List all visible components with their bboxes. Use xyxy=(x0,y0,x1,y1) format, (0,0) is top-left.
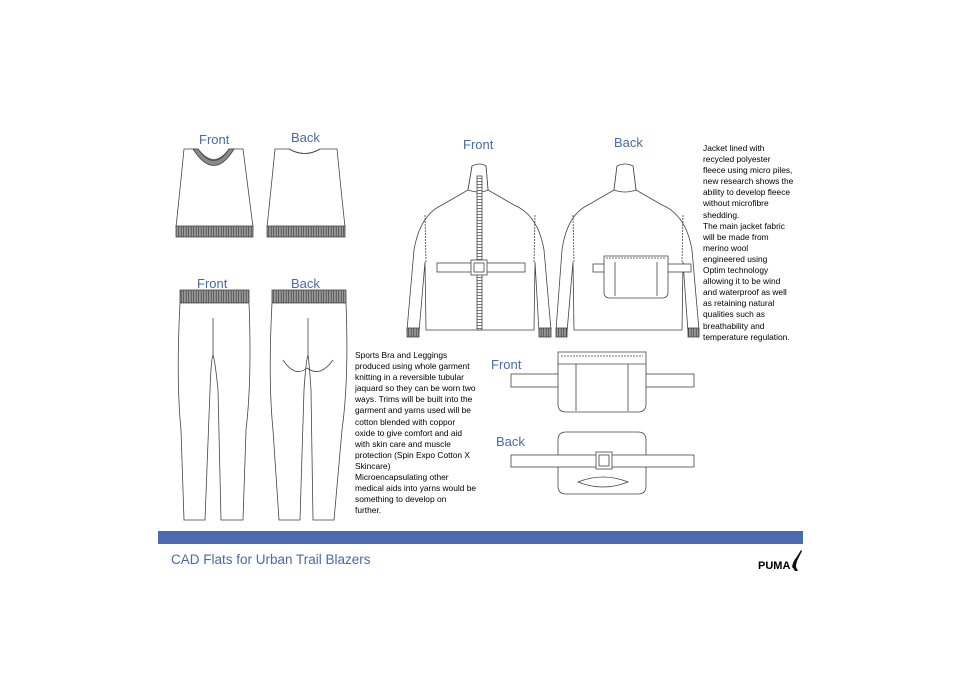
leggings-front-label: Front xyxy=(197,276,228,291)
sportswear-description-line: with skin care and muscle xyxy=(355,438,451,449)
jacket-description-line: breathability and xyxy=(703,320,765,331)
sports-bra-front-label: Front xyxy=(199,132,230,147)
jacket-front-drawing xyxy=(406,163,552,338)
sportswear-description-line: knitting in a reversible tubular xyxy=(355,372,464,383)
belt-bag-back-label: Back xyxy=(496,434,525,449)
jacket-description-line: ability to develop fleece xyxy=(703,187,791,198)
jacket-description-line: fleece using micro piles, xyxy=(703,165,793,176)
sportswear-description-line: protection (Spin Expo Cotton X xyxy=(355,449,470,460)
sportswear-description-line: produced using whole garment xyxy=(355,361,470,372)
jacket-back-label: Back xyxy=(614,135,643,150)
belt-bag-front-label: Front xyxy=(491,357,522,372)
leggings-front-drawing xyxy=(177,289,251,521)
sports-bra-back-drawing xyxy=(266,148,346,238)
puma-cat-icon xyxy=(792,550,802,571)
sportswear-description-line: garment and yarns used will be xyxy=(355,405,471,416)
jacket-front-label: Front xyxy=(463,137,494,152)
sportswear-description-line: ways. Trims will be built into the xyxy=(355,394,473,405)
sportswear-description-line: cotton blended with coppor xyxy=(355,416,456,427)
jacket-description-line: new research shows the xyxy=(703,176,794,187)
jacket-description-line: Jacket lined with xyxy=(703,143,765,153)
jacket-description-line: The main jacket fabric xyxy=(703,220,785,231)
sportswear-description-line: further. xyxy=(355,505,382,516)
sportswear-description-line: jaquard so they can be worn two xyxy=(355,383,476,394)
belt-bag-front-drawing xyxy=(510,351,695,413)
sportswear-description-line: Sports Bra and Leggings xyxy=(355,350,448,360)
jacket-description-line: engineered using xyxy=(703,253,768,264)
page-title: CAD Flats for Urban Trail Blazers xyxy=(171,552,371,567)
jacket-description-line: will be made from xyxy=(703,231,769,242)
jacket-description-line: qualities such as xyxy=(703,309,765,320)
puma-logo: PUMA xyxy=(758,549,804,575)
sportswear-description-line: oxide to give comfort and aid xyxy=(355,427,463,438)
jacket-back-drawing xyxy=(555,163,700,338)
jacket-description-line: temperature regulation. xyxy=(703,331,790,342)
leggings-back-label: Back xyxy=(291,276,320,291)
sportswear-description-line: Microencapsulating other xyxy=(355,472,449,483)
jacket-description-line: allowing it to be wind xyxy=(703,276,781,287)
belt-bag-back-drawing xyxy=(510,431,695,495)
jacket-description-line: Optim technology xyxy=(703,265,769,276)
leggings-back-drawing xyxy=(269,289,348,521)
jacket-description-line: recycled polyester xyxy=(703,154,771,165)
sportswear-description: Sports Bra and Leggings produced using w… xyxy=(355,350,476,516)
sportswear-description-line: Skincare) xyxy=(355,460,391,471)
jacket-description-line: shedding. xyxy=(703,209,740,220)
sports-bra-back-label: Back xyxy=(291,130,320,145)
jacket-description: Jacket lined with recycled polyester fle… xyxy=(703,143,793,343)
sportswear-description-line: medical aids into yarns would be xyxy=(355,483,477,494)
jacket-description-line: and waterproof as well xyxy=(703,287,787,298)
sports-bra-front-drawing xyxy=(175,148,254,238)
jacket-description-line: as retaining natural xyxy=(703,298,775,309)
puma-logo-text: PUMA xyxy=(758,560,791,572)
sportswear-description-line: something to develop on xyxy=(355,494,447,505)
jacket-description-line: without microfibre xyxy=(703,198,769,209)
jacket-description-line: merino wool xyxy=(703,242,749,253)
footer-bar xyxy=(158,531,803,544)
